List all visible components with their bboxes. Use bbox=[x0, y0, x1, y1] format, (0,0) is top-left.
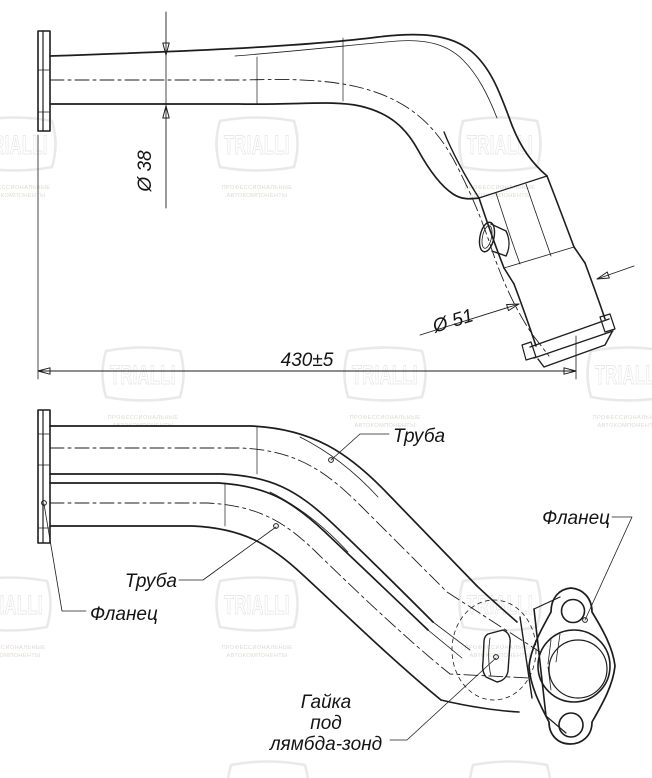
hidden-pipe-lines bbox=[427, 621, 471, 659]
inlet-flange-body bbox=[37, 409, 51, 544]
length-extension-lines bbox=[37, 134, 577, 380]
outlet-flange-plate bbox=[529, 318, 614, 359]
inlet-flange-ticks bbox=[37, 69, 50, 113]
flange-left-leader-dot bbox=[41, 500, 47, 506]
lambda-nut-leader bbox=[389, 657, 497, 741]
pipe-lower-leader bbox=[178, 526, 277, 581]
inlet-flange-ticks bbox=[37, 433, 50, 529]
dia51-arrow-left bbox=[419, 303, 520, 336]
flange-left-leader bbox=[43, 503, 87, 612]
joint-surface-lines bbox=[495, 183, 552, 265]
outlet-flange-tab-right bbox=[599, 313, 616, 333]
lambda-nut-label-line3: лямбда-зонд bbox=[269, 734, 382, 755]
pipe-lower-leader-dot bbox=[273, 523, 279, 529]
bore-chords bbox=[547, 633, 561, 691]
pipe-upper-label: Труба bbox=[393, 426, 445, 447]
top-view-pipe bbox=[49, 33, 550, 357]
pipe-lower-label: Труба bbox=[125, 571, 177, 592]
top-view: Ø 38 Ø 51 430±5 bbox=[37, 11, 635, 380]
outlet-flange-tab-left bbox=[521, 341, 537, 361]
bottom-view-outlet-flange bbox=[528, 587, 616, 745]
dia51-label: Ø 51 bbox=[429, 305, 475, 337]
pipe-bend-silhouette bbox=[234, 40, 498, 119]
upper-pipe-top-edge bbox=[49, 425, 478, 587]
lambda-nut-label-line2: под bbox=[310, 713, 342, 734]
flare-bottom-edge bbox=[440, 699, 520, 713]
lambda-nut-face bbox=[478, 221, 496, 253]
flare-construction-circle bbox=[451, 599, 537, 701]
top-view-inlet-flange bbox=[37, 30, 51, 132]
bolt-hole-top bbox=[560, 598, 586, 624]
pipe-upper-leader-dot bbox=[328, 457, 334, 463]
bend-tangent-lines bbox=[224, 425, 258, 527]
outlet-skirt bbox=[537, 331, 613, 368]
outlet-flange-outline bbox=[528, 587, 616, 745]
length-label: 430±5 bbox=[281, 350, 334, 371]
lower-pipe-top-edge bbox=[49, 482, 429, 631]
upper-pipe-bottom-edge bbox=[49, 473, 434, 623]
flange-left-label: Фланец bbox=[90, 604, 158, 625]
lambda-nut-bore bbox=[481, 225, 493, 249]
bottom-view-lambda-nut bbox=[481, 629, 511, 683]
bottom-view-inlet-flange bbox=[37, 409, 51, 544]
pipe-bend-silhouettes bbox=[269, 436, 379, 553]
flange-right-leader bbox=[584, 516, 633, 621]
bottom-view-callouts: Труба Труба Фланец Фланец Гайка под лямб… bbox=[41, 426, 633, 755]
lambda-nut-facet bbox=[488, 637, 492, 677]
lambda-nut-body bbox=[490, 223, 510, 257]
pipe-upper-leader bbox=[330, 433, 390, 461]
outlet-right-edge bbox=[584, 262, 606, 320]
reducer-cone bbox=[503, 246, 586, 285]
joint-seam bbox=[478, 175, 548, 199]
reducer-seam bbox=[503, 246, 575, 269]
pipe-left-edge bbox=[443, 131, 480, 199]
bottom-view-pipes bbox=[49, 425, 541, 701]
lower-pipe-bottom-edge bbox=[49, 525, 442, 701]
flare-top-edge bbox=[476, 585, 518, 623]
top-view-dimensions: Ø 38 Ø 51 430±5 bbox=[37, 11, 635, 380]
top-view-lambda-nut bbox=[478, 221, 510, 257]
upper-pipe-centerline bbox=[49, 447, 541, 653]
lower-pipe-centerline bbox=[49, 502, 531, 679]
pipe-centerline bbox=[49, 78, 550, 357]
lambda-nut-label-line1: Гайка bbox=[301, 692, 351, 713]
inlet-flange-body bbox=[37, 30, 51, 132]
pipe-inner-edge bbox=[49, 102, 480, 200]
pipe-outer-edge bbox=[49, 33, 548, 177]
joint-right-edge bbox=[546, 175, 575, 248]
bore-outer bbox=[537, 629, 611, 703]
cup-edge bbox=[519, 616, 533, 699]
flange-right-leader-dot bbox=[582, 617, 588, 623]
bolt-hole-bottom bbox=[558, 712, 584, 738]
ring-to-flange-edges bbox=[533, 596, 567, 734]
gasket-ring-edge bbox=[533, 608, 547, 717]
dia38-label: Ø 38 bbox=[135, 150, 156, 193]
lambda-nut-leader-dot bbox=[493, 654, 499, 660]
top-view-expansion-joint bbox=[478, 175, 586, 285]
bore-inner bbox=[548, 639, 608, 699]
top-view-outlet bbox=[513, 262, 616, 368]
dia51-arrow-right bbox=[596, 265, 635, 280]
lambda-nut-outline bbox=[481, 629, 511, 683]
bend-tangent-lines bbox=[256, 37, 344, 105]
joint-left-edge bbox=[478, 197, 505, 269]
outlet-left-edge bbox=[513, 283, 537, 347]
bottom-view: Труба Труба Фланец Фланец Гайка под лямб… bbox=[37, 409, 633, 755]
bottom-view-collector bbox=[427, 585, 567, 734]
flange-right-label: Фланец bbox=[542, 508, 610, 529]
